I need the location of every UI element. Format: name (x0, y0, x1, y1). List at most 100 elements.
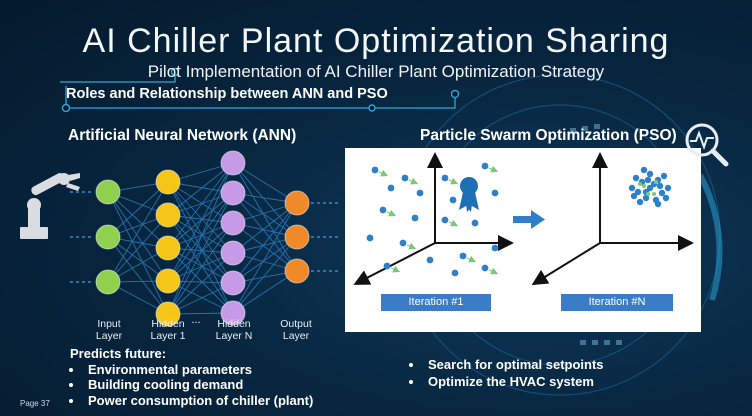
nn-connection (107, 236, 169, 315)
particle-velocity (406, 242, 417, 250)
swarm-particle (646, 184, 654, 192)
particle-velocity (466, 255, 477, 263)
nn-node (284, 258, 310, 284)
arrow-right-icon (513, 210, 545, 229)
swarm-particle (471, 219, 479, 227)
nn-connection (232, 162, 298, 238)
layer-label-line: Layer (95, 330, 123, 342)
swarm-particle (481, 264, 489, 272)
particle-velocity (390, 265, 401, 273)
swarm-particle (628, 184, 636, 192)
swarm-particle (387, 184, 395, 192)
nn-node (220, 180, 246, 206)
particle-velocity (642, 184, 646, 188)
layer-label-hidden-n: Hidden Layer N (204, 318, 264, 342)
nn-connection (167, 214, 234, 284)
swarm-particle (441, 216, 449, 224)
layer-label-line: Layer 1 (150, 330, 186, 342)
nn-connection (167, 181, 234, 314)
list-item: Power consumption of chiller (plant) (84, 393, 313, 409)
pso-axes-iteration-n (531, 152, 694, 286)
ann-heading: Artificial Neural Network (ANN) (68, 127, 297, 144)
nn-connection (232, 162, 298, 204)
nn-connection (107, 191, 169, 249)
nn-connection (232, 202, 298, 314)
nn-node (284, 190, 310, 216)
nn-connection (167, 222, 234, 315)
swarm-particle (644, 176, 652, 184)
nn-connection (167, 214, 234, 254)
particle-velocity (448, 219, 459, 227)
nn-connection (232, 202, 298, 284)
particle-velocity (652, 192, 656, 196)
swarm-particle (426, 256, 434, 264)
layer-label-line: Layer N (215, 330, 253, 342)
pso-bullet-list: Search for optimal setpoints Optimize th… (410, 356, 604, 390)
swarm-particle (491, 244, 499, 252)
award-badge-icon (459, 177, 479, 212)
particle-velocity (386, 209, 397, 217)
slide-subtitle: Pilot Implementation of AI Chiller Plant… (147, 62, 605, 81)
swarm-particle (481, 162, 489, 170)
predicts-list: Environmental parameters Building coolin… (70, 362, 313, 409)
swarm-particle (630, 192, 638, 200)
swarm-particle (632, 174, 640, 182)
neural-network-diagram: ... (20, 150, 340, 327)
pso-axes-iteration-1 (353, 152, 514, 285)
swarm-particle (441, 174, 449, 182)
nn-node (155, 202, 181, 228)
swarm-particle (379, 206, 387, 214)
layer-label-line: Output (280, 318, 312, 330)
swarm-particle (411, 214, 419, 222)
nn-connection (107, 181, 169, 283)
magnifier-pulse-icon (685, 123, 729, 167)
iteration-last-label: Iteration #N (561, 294, 673, 311)
particle-velocity (448, 177, 459, 185)
nn-connection (167, 162, 234, 216)
nn-node (284, 224, 310, 250)
predicts-heading: Predicts future: (70, 346, 167, 361)
nn-node (220, 300, 246, 326)
nn-connection (107, 191, 169, 282)
nn-connection (232, 236, 298, 314)
nn-connection (167, 181, 234, 284)
swarm-particle (383, 262, 391, 270)
swarm-particle (451, 269, 459, 277)
nn-connection (167, 192, 234, 282)
nn-connection (167, 192, 234, 315)
nn-node (155, 268, 181, 294)
nn-connection (167, 192, 234, 249)
robot-arm-icon (20, 173, 80, 239)
nn-connection (167, 181, 234, 224)
layer-label-line: Input (97, 318, 121, 330)
swarm-particle (654, 200, 662, 208)
swarm-particle (646, 170, 654, 178)
predicts-block: Predicts future: Environmental parameter… (70, 346, 313, 408)
swarm-particle (660, 172, 668, 180)
nn-connection (232, 236, 298, 284)
swarm-particle (399, 239, 407, 247)
swarm-particle (371, 166, 379, 174)
swarm-particle (459, 252, 467, 260)
particle-velocity (488, 165, 499, 173)
nn-connection (167, 222, 234, 282)
nn-connection (232, 162, 298, 272)
pso-diagram (353, 152, 694, 286)
particle-velocity (378, 169, 389, 177)
list-item: Search for optimal setpoints (424, 356, 604, 373)
nn-connection (107, 214, 169, 283)
nn-node (155, 235, 181, 261)
iteration-first-label: Iteration #1 (381, 294, 491, 311)
swarm-particle (366, 234, 374, 242)
swarm-particle (658, 189, 666, 197)
nn-connection (167, 162, 234, 249)
slide-title: AI Chiller Plant Optimization Sharing (82, 22, 670, 60)
pso-bullets: Search for optimal setpoints Optimize th… (410, 356, 604, 390)
layer-label-line: Hidden (217, 318, 251, 330)
layer-label-hidden-1: Hidden Layer 1 (138, 318, 198, 342)
layer-label-input: Input Layer (79, 318, 139, 342)
page-number: Page 37 (20, 399, 50, 408)
layer-label-output: Output Layer (266, 318, 326, 342)
nn-connection (232, 222, 298, 272)
nn-node (95, 269, 121, 295)
